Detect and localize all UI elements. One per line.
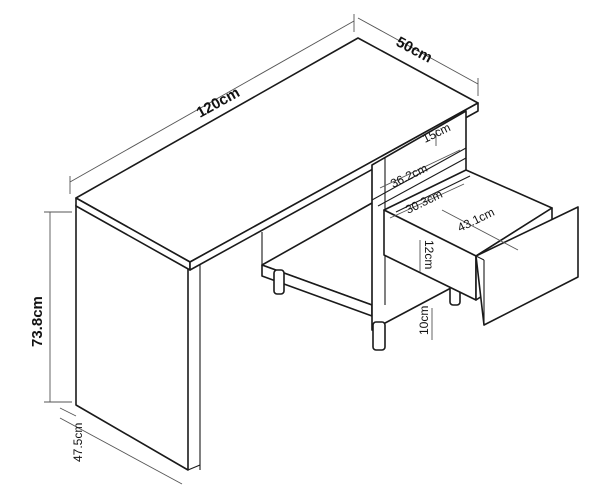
- side-depth-tick: [59, 407, 77, 417]
- drawer-height-label: 12cm: [422, 240, 436, 269]
- height-label: 73.8cm: [29, 296, 46, 347]
- depth-dimension-line: [357, 17, 479, 85]
- depth-side-label: 47.5cm: [71, 423, 85, 462]
- drawer-front-panel: [475, 206, 579, 326]
- leg-back-left: [273, 269, 285, 295]
- drawer-front-edge: [475, 255, 485, 261]
- cabinet-shelf-line-2: [377, 157, 467, 207]
- drawer: [383, 169, 579, 326]
- leg-height-label: 10cm: [417, 306, 431, 335]
- desk: [75, 37, 479, 471]
- drawer-width-dimension-line: [441, 209, 519, 251]
- width-dimension-line: [69, 20, 355, 183]
- drawer-depth-dimension-line: [389, 183, 465, 219]
- dimension-lines: [44, 14, 519, 485]
- side-depth-dimension-line: [59, 417, 183, 485]
- cabinet-shelf-line: [371, 147, 467, 201]
- cabinet-depth-dimension-line: [379, 149, 461, 189]
- drawer-inner-rim: [395, 175, 471, 213]
- left-panel-foot-edge: [187, 464, 201, 471]
- leg-front: [372, 321, 386, 351]
